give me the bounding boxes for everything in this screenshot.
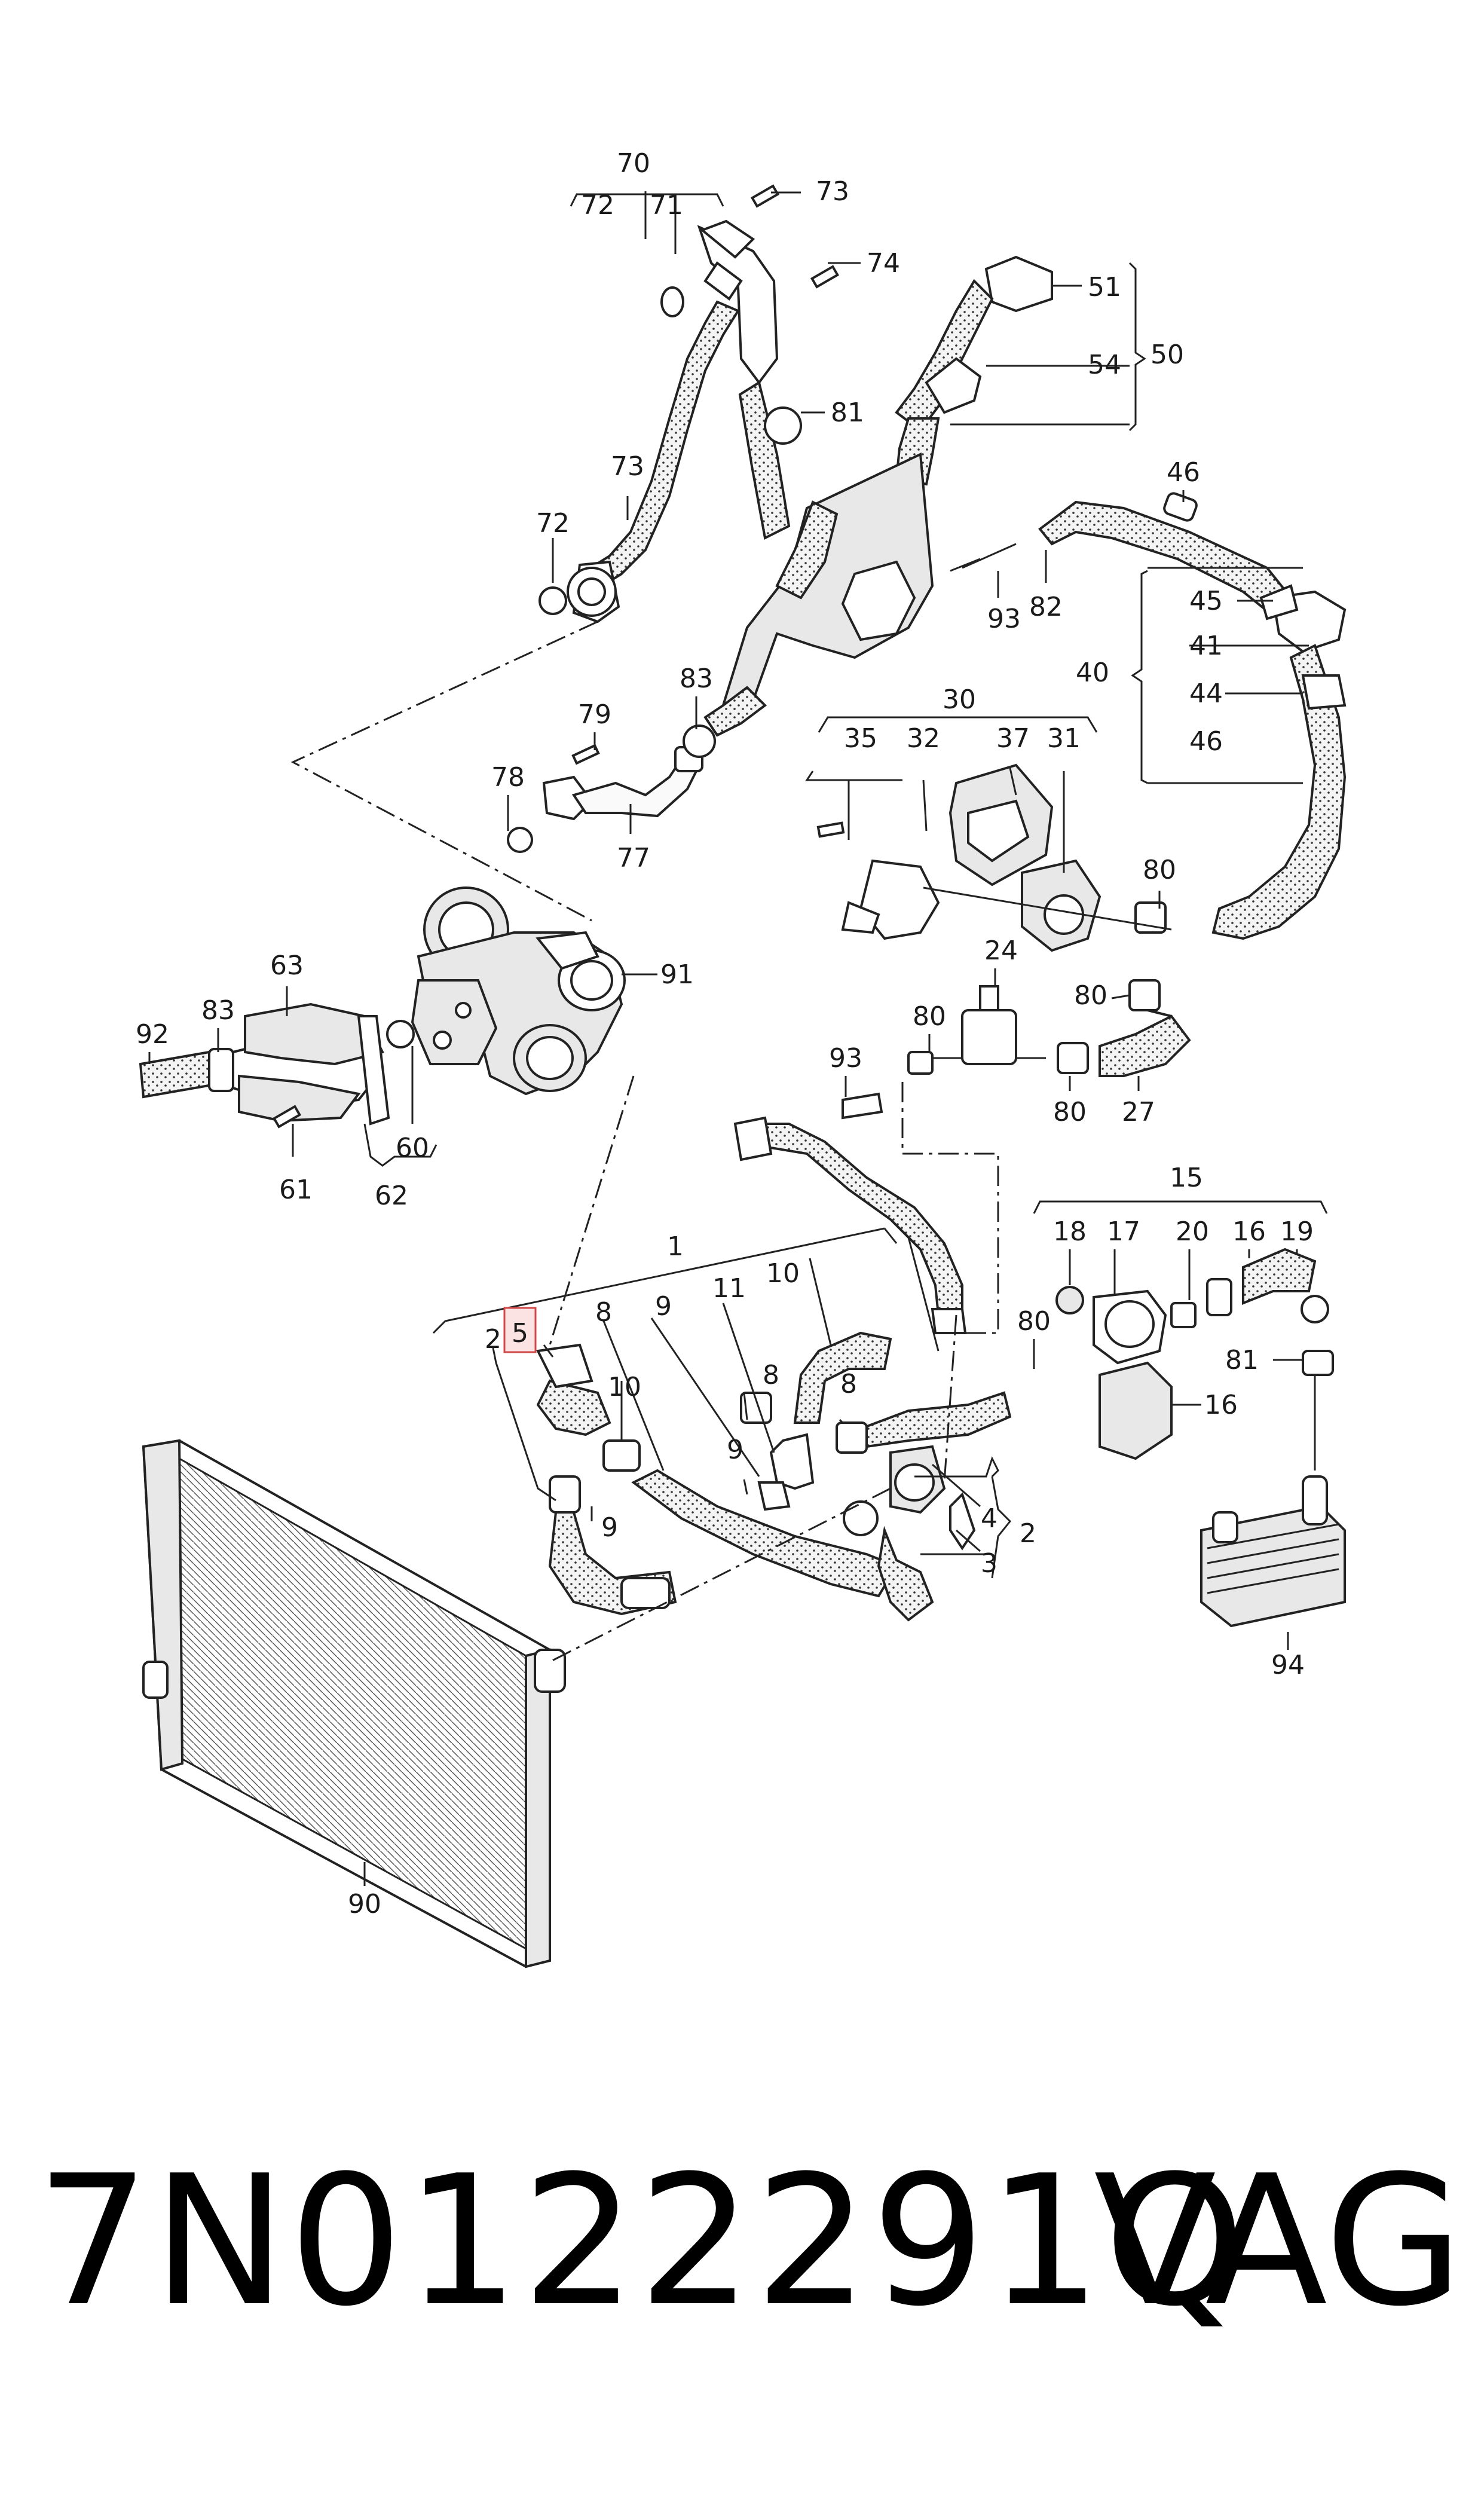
label-44: 44 (1189, 678, 1223, 709)
label-8: 8 (595, 1297, 612, 1328)
label-93: 93 (829, 1043, 862, 1074)
label-80: 80 (1143, 855, 1176, 885)
label-19: 19 (1280, 1216, 1314, 1247)
connection-line-2 (549, 1075, 635, 1346)
label-93: 93 (987, 604, 1021, 634)
highlight-box-5 (503, 1307, 537, 1353)
coolant-hose-50 (703, 255, 1053, 737)
pipe-77-fitting (507, 724, 716, 853)
pipe-63-assembly (139, 1002, 415, 1129)
label-8: 8 (840, 1369, 857, 1399)
label-94: 94 (1271, 1650, 1305, 1680)
label-8: 8 (763, 1360, 779, 1390)
leader-lines (148, 191, 1328, 1886)
label-32: 32 (907, 723, 940, 754)
label-51: 51 (1088, 272, 1121, 302)
connection-line-5 (901, 1082, 999, 1334)
label-15: 15 (1170, 1163, 1203, 1193)
label-11: 11 (712, 1273, 746, 1304)
label-71: 71 (650, 190, 683, 221)
label-74: 74 (867, 248, 900, 279)
label-3: 3 (981, 1548, 998, 1579)
label-2: 2 (485, 1324, 501, 1355)
label-82: 82 (1029, 592, 1063, 622)
label-81: 81 (831, 398, 864, 428)
label-4: 4 (981, 1503, 998, 1534)
radiator-90 (142, 1439, 566, 1968)
label-73: 73 (816, 176, 849, 207)
label-9: 9 (655, 1291, 672, 1322)
coolant-hose-40 (962, 492, 1347, 940)
label-20: 20 (1176, 1216, 1209, 1247)
label-35: 35 (844, 723, 877, 754)
label-54: 54 (1088, 350, 1121, 380)
part-number-text: 7N0122291Q (36, 2137, 1248, 2346)
label-80: 80 (1074, 980, 1107, 1011)
coolant-pipe-assembly-70 (538, 184, 840, 623)
oil-cooler-94 (1200, 1475, 1346, 1628)
label-70: 70 (617, 148, 650, 179)
label-27: 27 (1122, 1097, 1155, 1127)
coolant-hose-1 (536, 1331, 1012, 1622)
label-80: 80 (1017, 1306, 1051, 1337)
auxiliary-pump-15 (1055, 1248, 1334, 1471)
label-92: 92 (136, 1019, 169, 1050)
connection-line-3 (549, 1487, 891, 1663)
label-83: 83 (201, 995, 235, 1026)
label-1: 1 (667, 1231, 684, 1262)
label-50: 50 (1151, 340, 1184, 370)
pump-bracket-30 (816, 763, 1101, 952)
label-45: 45 (1189, 586, 1223, 616)
hose-93 (733, 1092, 967, 1334)
label-37: 37 (996, 723, 1030, 754)
connection-line-1 (290, 620, 598, 922)
label-46: 46 (1167, 457, 1200, 488)
thermostat-housing-91 (411, 886, 626, 1096)
label-80: 80 (913, 1001, 946, 1032)
brand-text: VAG (1094, 2137, 1464, 2346)
label-80: 80 (1053, 1097, 1087, 1127)
label-30: 30 (943, 684, 976, 715)
label-63: 63 (270, 950, 304, 981)
label-83: 83 (680, 664, 713, 694)
label-16: 16 (1232, 1216, 1266, 1247)
label-10: 10 (608, 1372, 641, 1402)
label-46: 46 (1189, 726, 1223, 757)
exploded-parts-diagram: 70 72 71 73 74 51 54 50 81 73 72 46 93 8… (136, 148, 1347, 1968)
label-61: 61 (279, 1175, 313, 1205)
label-91: 91 (660, 959, 694, 990)
label-77: 77 (617, 843, 650, 873)
label-90: 90 (348, 1889, 381, 1919)
label-79: 79 (578, 699, 611, 730)
label-81: 81 (1225, 1345, 1259, 1375)
label-5: 5 (512, 1318, 528, 1349)
callout-labels: 70 72 71 73 74 51 54 50 81 73 72 46 93 8… (136, 148, 1314, 1919)
label-60: 60 (396, 1133, 429, 1163)
label-40: 40 (1076, 658, 1109, 688)
connection-line-4 (943, 1314, 957, 1483)
label-9: 9 (601, 1512, 618, 1543)
label-16: 16 (1204, 1390, 1238, 1420)
label-72: 72 (536, 508, 570, 539)
label-78: 78 (491, 762, 525, 793)
label-72: 72 (581, 190, 614, 221)
label-73: 73 (611, 451, 644, 482)
valve-24 (907, 985, 1046, 1075)
label-17: 17 (1107, 1216, 1140, 1247)
label-2: 2 (1020, 1518, 1036, 1549)
label-62: 62 (375, 1181, 408, 1211)
label-24: 24 (984, 936, 1018, 966)
label-41: 41 (1189, 631, 1223, 661)
label-18: 18 (1053, 1216, 1087, 1247)
label-9: 9 (727, 1435, 743, 1465)
label-31: 31 (1047, 723, 1081, 754)
label-10: 10 (766, 1258, 800, 1289)
